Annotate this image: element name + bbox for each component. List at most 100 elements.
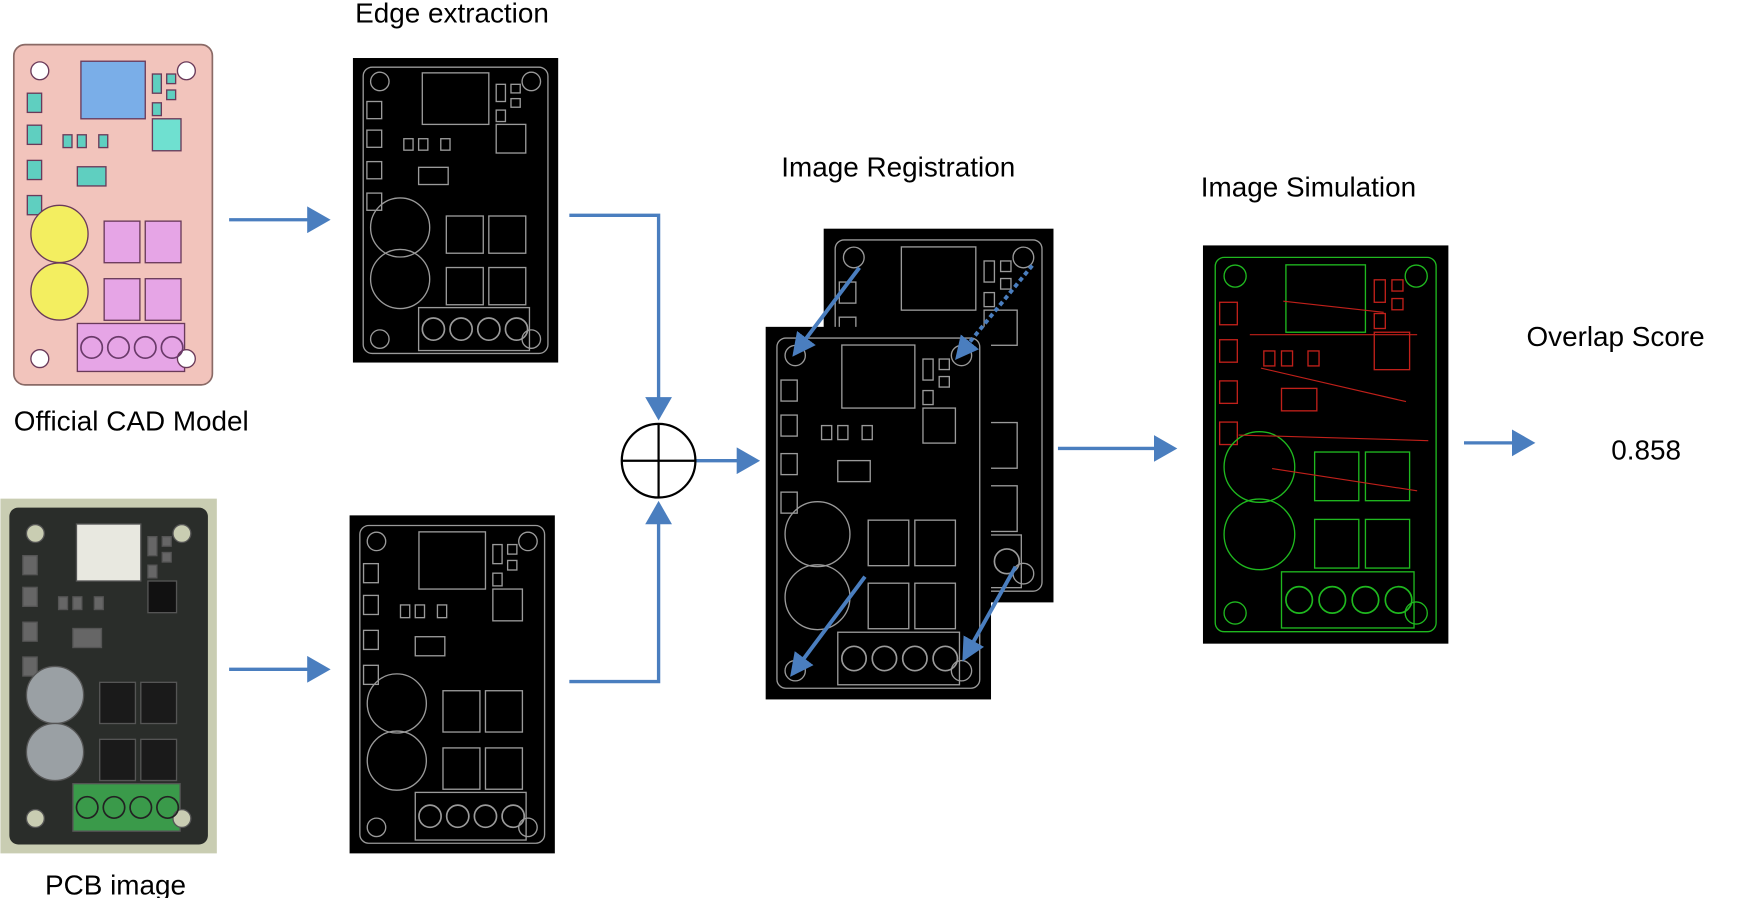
pcb-edge-image [349,515,555,854]
component-hole [369,329,390,350]
component-hole [25,808,45,829]
component-hole [176,349,196,369]
component-s [76,166,107,187]
component-s [440,138,451,151]
component-hole [518,817,538,838]
component-s [417,138,429,151]
component-fet [484,747,524,790]
component-s [26,92,43,114]
component-s [26,159,43,181]
component-s [414,636,446,657]
component-ic [495,123,527,154]
component-term [1280,571,1415,629]
title-overlap-score: Overlap Score [1526,321,1704,352]
component-hole [518,531,538,552]
component-cap [369,197,431,258]
component-s [983,291,996,308]
component-hole [1223,264,1247,288]
component-s [22,555,38,576]
component-hole [30,349,50,369]
component-hole [25,523,45,544]
component-s [999,260,1012,273]
component-s [147,564,158,579]
component-s [938,358,950,371]
board-background [349,515,555,854]
component-s [780,452,798,476]
component-fet [445,266,484,306]
component-term [837,631,961,686]
component-fet [99,738,137,782]
terminal-screw [473,804,498,829]
label-cad-model: Official CAD Model [14,406,249,437]
terminal-screw [993,548,1021,575]
component-ic [492,588,524,622]
component-fet [140,681,178,725]
component-ic [151,118,182,152]
component-s [26,124,43,146]
component-fet [445,215,484,254]
component-s [780,379,798,402]
component-s [362,664,379,686]
component-cap [366,673,428,734]
pcb-photo-image [0,498,217,854]
component-s [1280,387,1318,412]
component-s [366,192,383,211]
component-hole [366,531,387,552]
component-s [1218,339,1238,363]
component-hole [172,808,192,829]
component-s [1373,312,1386,330]
component-term [76,322,186,373]
component-s [26,194,43,216]
component-s [403,138,414,151]
component-s [417,166,449,186]
board-outline [359,524,546,844]
board-outline [776,337,981,689]
component-s [1218,301,1238,326]
title-image-simulation: Image Simulation [1201,171,1416,202]
component-ic [1373,331,1411,371]
component-fet [484,690,524,733]
terminal-screw [102,795,126,819]
board-outline [362,66,549,355]
component-s [161,551,172,563]
terminal-screw [156,795,180,819]
component-conn [418,531,487,590]
component-s [414,604,426,619]
component-s [780,414,798,437]
component-fet [99,681,137,725]
component-s [151,73,163,94]
component-s [1391,297,1404,311]
component-s [1218,421,1238,446]
cad-model-image [12,43,214,386]
component-hole [842,246,865,269]
terminal-screw [133,335,157,360]
component-s [22,656,38,677]
arrow-edge-bottom-to-sum [569,500,672,684]
component-cap [25,665,85,725]
terminal-screw [421,317,446,341]
overlap-score-value: 0.858 [1611,435,1681,466]
component-hole [172,523,192,544]
component-s [1280,350,1294,367]
component-s [166,73,177,85]
component-fet [1364,518,1411,569]
component-fet [867,582,910,630]
component-hole [1404,264,1428,288]
component-s [938,375,950,388]
component-term [417,306,531,352]
component-cap [30,262,89,321]
component-s [62,134,73,149]
component-s [495,109,507,123]
board-outline [1214,256,1437,633]
component-fet [488,215,527,254]
component-fet [442,690,481,733]
title-image-registration: Image Registration [781,151,1015,182]
component-conn [75,523,142,582]
component-s [506,543,518,555]
component-fet [144,278,182,321]
component-s [362,562,379,584]
component-hole [521,71,542,92]
terminal-screw [449,317,474,341]
component-hole [1404,601,1428,625]
component-s [1373,279,1386,303]
